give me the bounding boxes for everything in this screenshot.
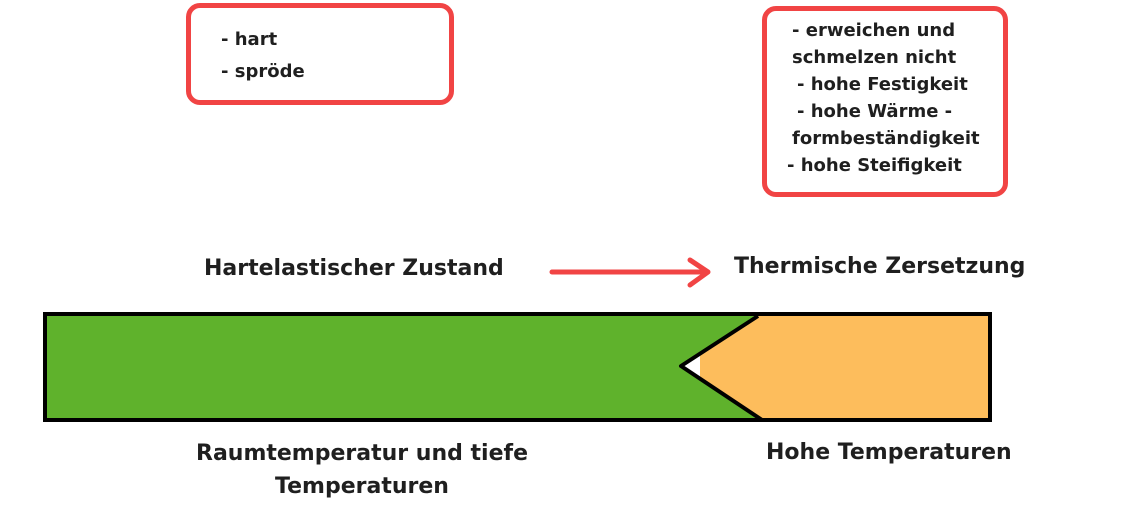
low-temperature-label: Raumtemperatur und tiefe Temperaturen [162,437,562,503]
high-temperature-properties-box: - erweichen und schmelzen nicht - hohe F… [762,6,1008,197]
low-temperature-region [45,314,760,420]
low-temperature-properties-box: - hart - spröde [186,3,454,105]
high-temperature-region [700,314,990,420]
state-label-zersetzung: Thermische Zersetzung [734,254,1026,279]
temperature-bar-outline [43,312,992,422]
state-label-hartelastisch: Hartelastischer Zustand [204,256,504,281]
property-item: formbeständigkeit [792,128,980,149]
property-item: - erweichen und [792,20,956,41]
low-temperature-label-line: Temperaturen [275,474,449,499]
property-item: - hohe Wärme - [797,101,953,122]
property-item: - hart [221,29,278,50]
high-temperature-label: Hohe Temperaturen [766,440,1012,465]
property-item: - hohe Festigkeit [797,74,968,95]
property-item: - hohe Steifigkeit [787,155,962,176]
low-temperature-label-line: Raumtemperatur und tiefe [196,441,528,466]
property-item: - spröde [221,61,305,82]
property-item: schmelzen nicht [792,47,957,68]
arrow-right-icon [549,257,711,288]
region-boundary [679,314,764,422]
